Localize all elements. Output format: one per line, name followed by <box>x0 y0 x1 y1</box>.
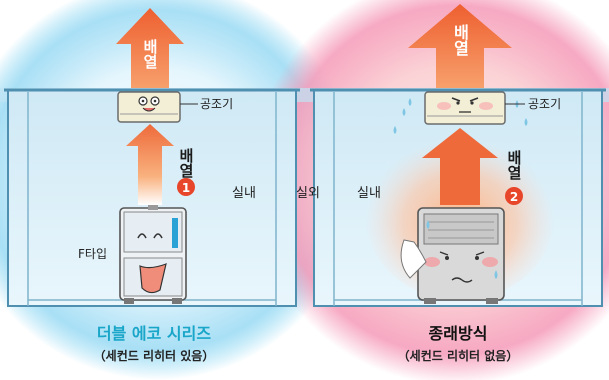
outdoor-label: 실외 <box>296 186 320 201</box>
right-subtitle: （세컨드 리히터 없음） <box>397 349 519 363</box>
left-exhaust-label: 배열 <box>141 39 159 70</box>
left-heat-number: 1 <box>182 181 190 195</box>
right-heat-number: 2 <box>510 190 518 204</box>
left-heat-label: 배열 <box>177 148 195 179</box>
right-exhaust-arrow <box>408 4 512 88</box>
right-title: 종래방식 <box>428 324 488 343</box>
left-ac-label: 공조기 <box>200 97 233 111</box>
unit-type-label: F타입 <box>78 247 107 261</box>
right-heat-label: 배열 <box>505 150 523 181</box>
right-exhaust-label: 배열 <box>451 24 470 57</box>
stressed-ac-unit-icon <box>393 91 528 134</box>
happy-server-rack-icon <box>119 205 187 304</box>
left-indoor-label: 실내 <box>232 186 256 201</box>
left-heat-number-badge <box>177 178 195 196</box>
right-ac-label: 공조기 <box>528 97 561 111</box>
left-exhaust-arrow <box>116 8 184 88</box>
right-indoor-label: 실내 <box>357 186 381 201</box>
smiling-ac-unit-icon <box>117 91 181 123</box>
right-caption: 종래방식 （세컨드 리히터 없음） <box>328 320 588 364</box>
left-caption: 더블 에코 시리즈 （세컨드 리히터 있음） <box>24 320 284 364</box>
right-heat-number-badge <box>505 187 523 205</box>
right-heat-arrow <box>422 128 498 205</box>
left-title: 더블 에코 시리즈 <box>96 324 212 343</box>
sweating-server-rack-icon <box>400 207 505 304</box>
left-heat-arrow <box>126 124 174 205</box>
left-subtitle: （세컨드 리히터 있음） <box>93 349 215 363</box>
